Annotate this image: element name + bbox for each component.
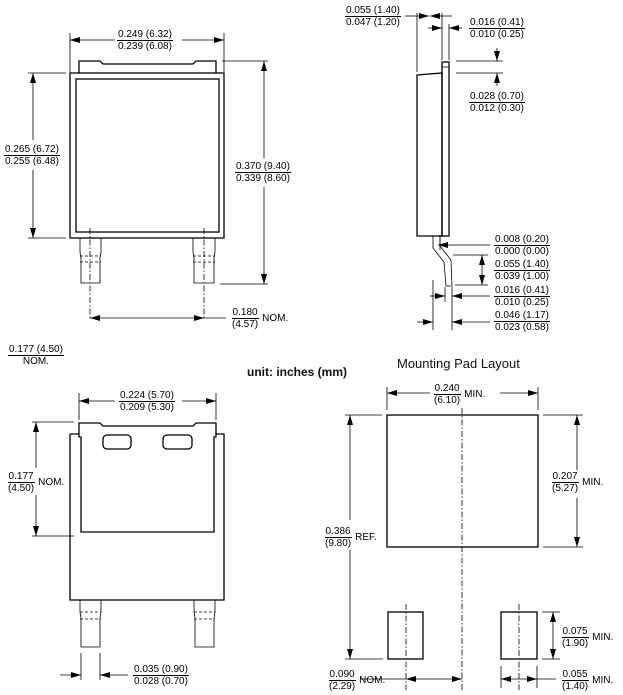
pad-overall-dimension: 0.386 (9.80) REF. [324, 526, 377, 549]
dim-mm: (6.10) [434, 395, 461, 406]
dim-min: 0.209 (5.30) [120, 402, 174, 413]
dim-max: 0.008 (0.20) [494, 234, 550, 246]
side-tab-protrusion-dimension: 0.028 (0.70) 0.012 (0.30) [469, 91, 525, 114]
bottom-lead-left [79, 600, 102, 648]
bottom-pad-note: 0.177 (4.50) NOM. [8, 344, 64, 367]
dim-value: 0.177 (4.50) [8, 344, 64, 356]
dim-suffix: MIN. [464, 389, 486, 400]
dim-mm: (2.29) [329, 681, 356, 692]
top-lead-right [192, 228, 216, 320]
pad-layout-title: Mounting Pad Layout [397, 356, 520, 371]
dim-min: 0.010 (0.25) [495, 297, 549, 308]
bottom-lead-right [193, 600, 216, 648]
unit-label: unit: inches (mm) [247, 365, 348, 379]
dim-inch: 0.180 [231, 307, 259, 319]
dim-suffix: NOM. [22, 356, 50, 367]
dim-min: 0.047 (1.20) [346, 17, 400, 28]
dim-mm: (5.27) [552, 483, 579, 494]
dim-max: 0.028 (0.70) [469, 91, 525, 103]
dim-max: 0.046 (1.17) [494, 310, 550, 322]
dim-max: 0.370 (9.40) [235, 161, 291, 173]
lead-pad-width-dimension: 0.055 (1.40) MIN. [561, 669, 613, 692]
side-lead-offset-dimension: 0.046 (1.17) 0.023 (0.58) [494, 310, 550, 333]
dim-suffix: MIN. [592, 632, 614, 643]
dim-min: 0.039 (1.00) [495, 271, 549, 282]
bottom-tab-width-dimension: 0.224 (5.70) 0.209 (5.30) [119, 390, 175, 413]
top-lead-pitch-dimension: 0.180 (4.57) NOM. [231, 307, 288, 330]
dim-mm: (1.90) [562, 638, 589, 649]
side-tab-thickness-dimension: 0.016 (0.41) 0.010 (0.25) [469, 17, 525, 40]
dim-suffix: NOM. [262, 313, 289, 324]
dim-max: 0.035 (0.90) [133, 664, 189, 676]
dim-max: 0.055 (1.40) [494, 259, 550, 271]
dim-max: 0.265 (6.72) [4, 144, 60, 156]
dim-mm: (1.40) [562, 681, 589, 692]
top-overall-height-dimension: 0.370 (9.40) 0.339 (8.60) [235, 161, 291, 184]
dim-max: 0.249 (6.32) [117, 29, 173, 41]
lead-pad-height-dimension: 0.075 (1.90) MIN. [561, 626, 613, 649]
dim-mm: (4.57) [232, 319, 259, 330]
dim-inch: 0.055 [561, 669, 589, 681]
dim-suffix: NOM. [359, 675, 386, 686]
side-standoff-dimension: 0.008 (0.20) 0.000 (0.00) [494, 234, 550, 257]
bottom-view [32, 393, 225, 680]
dim-min: 0.000 (0.00) [495, 246, 549, 257]
top-body-height-dimension: 0.265 (6.72) 0.255 (6.48) [4, 144, 60, 167]
dim-max: 0.016 (0.41) [494, 285, 550, 297]
top-view [28, 33, 268, 321]
dim-inch: 0.090 [328, 669, 356, 681]
dim-inch: 0.075 [561, 626, 589, 638]
dim-min: 0.255 (6.48) [5, 156, 59, 167]
dim-max: 0.055 (1.40) [345, 5, 401, 17]
dim-max: 0.016 (0.41) [469, 17, 525, 29]
dim-max: 0.224 (5.70) [119, 390, 175, 402]
dim-suffix: NOM. [38, 477, 65, 488]
dim-mm: (9.80) [325, 538, 352, 549]
dim-min: 0.010 (0.25) [470, 29, 524, 40]
side-lead-length-dimension: 0.055 (1.40) 0.039 (1.00) [494, 259, 550, 282]
dim-inch: 0.207 [551, 471, 579, 483]
dim-min: 0.239 (6.08) [118, 41, 172, 52]
dim-suffix: MIN. [592, 675, 614, 686]
side-thickness-dimension: 0.055 (1.40) 0.047 (1.20) [345, 5, 401, 28]
bottom-lead-width-dimension: 0.035 (0.90) 0.028 (0.70) [133, 664, 189, 687]
lead-pad-offset-dimension: 0.090 (2.29) NOM. [328, 669, 385, 692]
side-lead-thickness-dimension: 0.016 (0.41) 0.010 (0.25) [494, 285, 550, 308]
bottom-tab-height-dimension: 0.177 (4.50) NOM. [7, 471, 64, 494]
dim-suffix: REF. [355, 532, 377, 543]
dim-inch: 0.386 [324, 526, 352, 538]
top-width-dimension: 0.249 (6.32) 0.239 (6.08) [117, 29, 173, 52]
dim-suffix: MIN. [582, 477, 604, 488]
dim-inch: 0.240 [433, 383, 461, 395]
dim-min: 0.339 (8.60) [236, 173, 290, 184]
pad-height-dimension: 0.207 (5.27) MIN. [551, 471, 603, 494]
dim-mm: (4.50) [8, 483, 35, 494]
mounting-pad-layout [345, 387, 583, 690]
dim-min: 0.028 (0.70) [134, 676, 188, 687]
dim-inch: 0.177 [7, 471, 35, 483]
pad-width-dimension: 0.240 (6.10) MIN. [433, 383, 485, 406]
top-lead-left [79, 228, 102, 320]
dim-min: 0.012 (0.30) [470, 103, 524, 114]
side-view [405, 13, 503, 330]
dim-min: 0.023 (0.58) [495, 322, 549, 333]
